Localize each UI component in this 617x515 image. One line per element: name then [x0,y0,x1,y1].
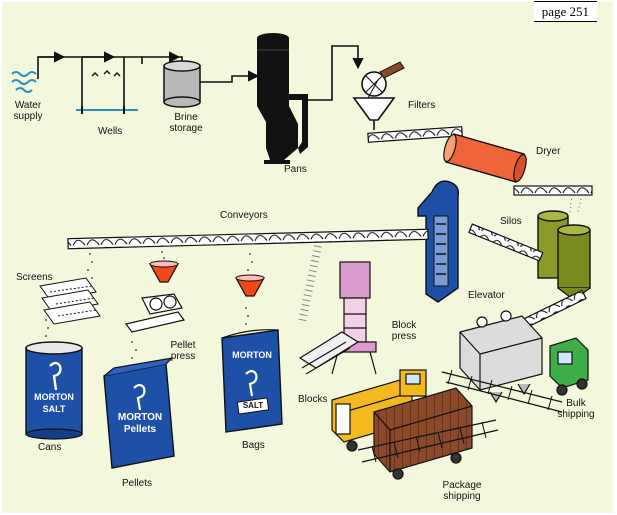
pellet-press [124,293,186,333]
label-block-press: Block press [391,320,417,342]
dryer-screw-conveyor [513,185,593,196]
pellet-press-funnel [148,260,180,283]
pellets-bag [103,357,175,469]
bucket-elevator [417,180,460,303]
brine-pipes [37,51,183,110]
pans-to-filters-pipe [308,45,364,101]
salt-drops [45,251,253,359]
label-silos: Silos [500,216,522,227]
railroad-track-bulk [441,369,563,413]
label-screens: Screens [16,272,53,283]
bag-salt-text: SALT [242,401,264,410]
can-brand-text: MORTON [34,392,74,402]
bags-funnel [234,274,266,297]
label-filters: Filters [408,100,436,111]
evaporator-pans [257,33,308,164]
silos [537,210,591,301]
brine-to-pans-pipe [200,70,260,83]
can-salt-text: SALT [42,404,66,414]
label-bags: Bags [242,440,265,451]
bulk-truck [549,337,589,396]
block-press [298,261,377,375]
label-bulk-shipping: Bulk shipping [557,398,595,420]
label-pellet-press: Pellet press [170,340,196,362]
label-package-shipping: Package shipping [442,480,482,502]
railroad-track-package [357,419,499,463]
bag-brand-text: MORTON [232,350,272,360]
label-brine-storage: Brine storage [169,112,203,134]
label-conveyors: Conveyors [220,210,268,221]
label-blocks: Blocks [298,394,328,405]
page-number: page 251 [533,1,597,22]
main-screw-conveyor [67,228,429,250]
label-elevator: Elevator [468,290,505,301]
pellets-brand-text: MORTON [117,412,163,423]
label-cans: Cans [38,442,62,453]
pellets-name-text: Pellets [123,424,157,435]
silo-screw-conveyor [468,223,544,262]
salt-can [25,341,83,440]
label-wells: Wells [98,126,123,137]
wells-icon [76,70,138,114]
brine-storage-tank [163,60,201,108]
label-water-supply: Water supply [13,100,43,122]
bulk-railcar [459,310,543,404]
salt-bag [221,329,283,433]
screens-icon [39,277,101,325]
label-pellets: Pellets [122,478,153,489]
label-pans: Pans [284,164,307,175]
filter-screw-conveyor [367,126,463,143]
dryer-drum [443,133,527,183]
label-dryer: Dryer [536,146,561,157]
filter-drum [352,61,405,130]
water-supply-icon [11,71,37,93]
